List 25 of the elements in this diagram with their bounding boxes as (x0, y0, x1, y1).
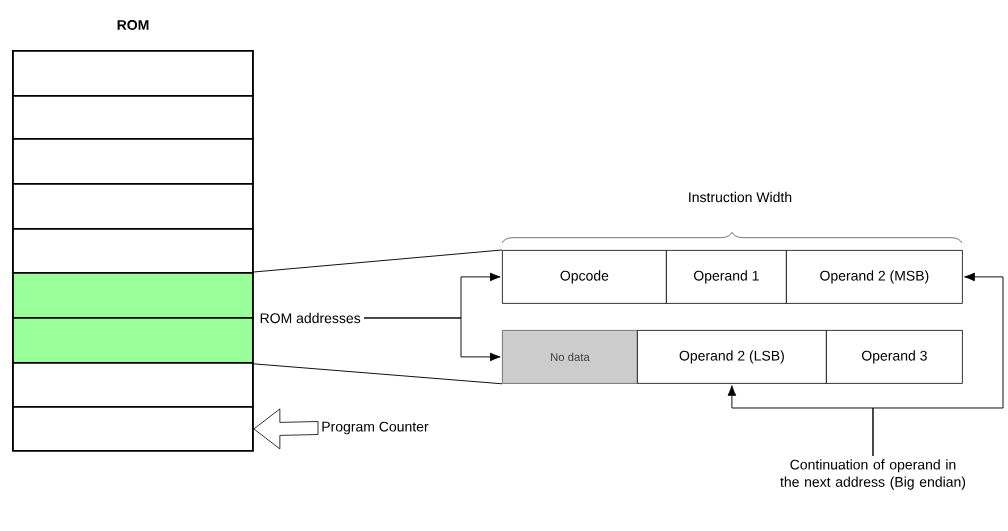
memory-cell (12, 95, 254, 140)
instruction-field: Operand 2 (MSB) (786, 250, 963, 304)
arrow (872, 272, 1004, 457)
leader-line (253, 249, 503, 273)
memory-cell (12, 362, 254, 408)
memory-cell (12, 138, 254, 185)
memory-cell (12, 50, 254, 97)
address-label: ROM addresses (260, 312, 361, 324)
instruction-field: Operand 1 (666, 250, 787, 304)
leader-line (253, 363, 503, 385)
instruction-field: Opcode (502, 250, 667, 304)
memory-cell (12, 406, 254, 452)
heading: ROM (117, 20, 149, 30)
arrow (363, 317, 501, 362)
block-arrow (253, 408, 319, 450)
empty-field: No data (502, 330, 638, 384)
counter-label: Program Counter (322, 421, 429, 435)
instruction-field: Operand 3 (826, 330, 963, 384)
memory-cell (12, 272, 254, 319)
memory-cell (12, 183, 254, 230)
memory-cell (12, 228, 254, 274)
width-label: Instruction Width (689, 191, 792, 203)
instruction-field: Operand 2 (LSB) (637, 330, 827, 384)
memory-cell (12, 317, 254, 364)
note-text: Continuation of operand in the next address (Big endian) (780, 459, 966, 490)
